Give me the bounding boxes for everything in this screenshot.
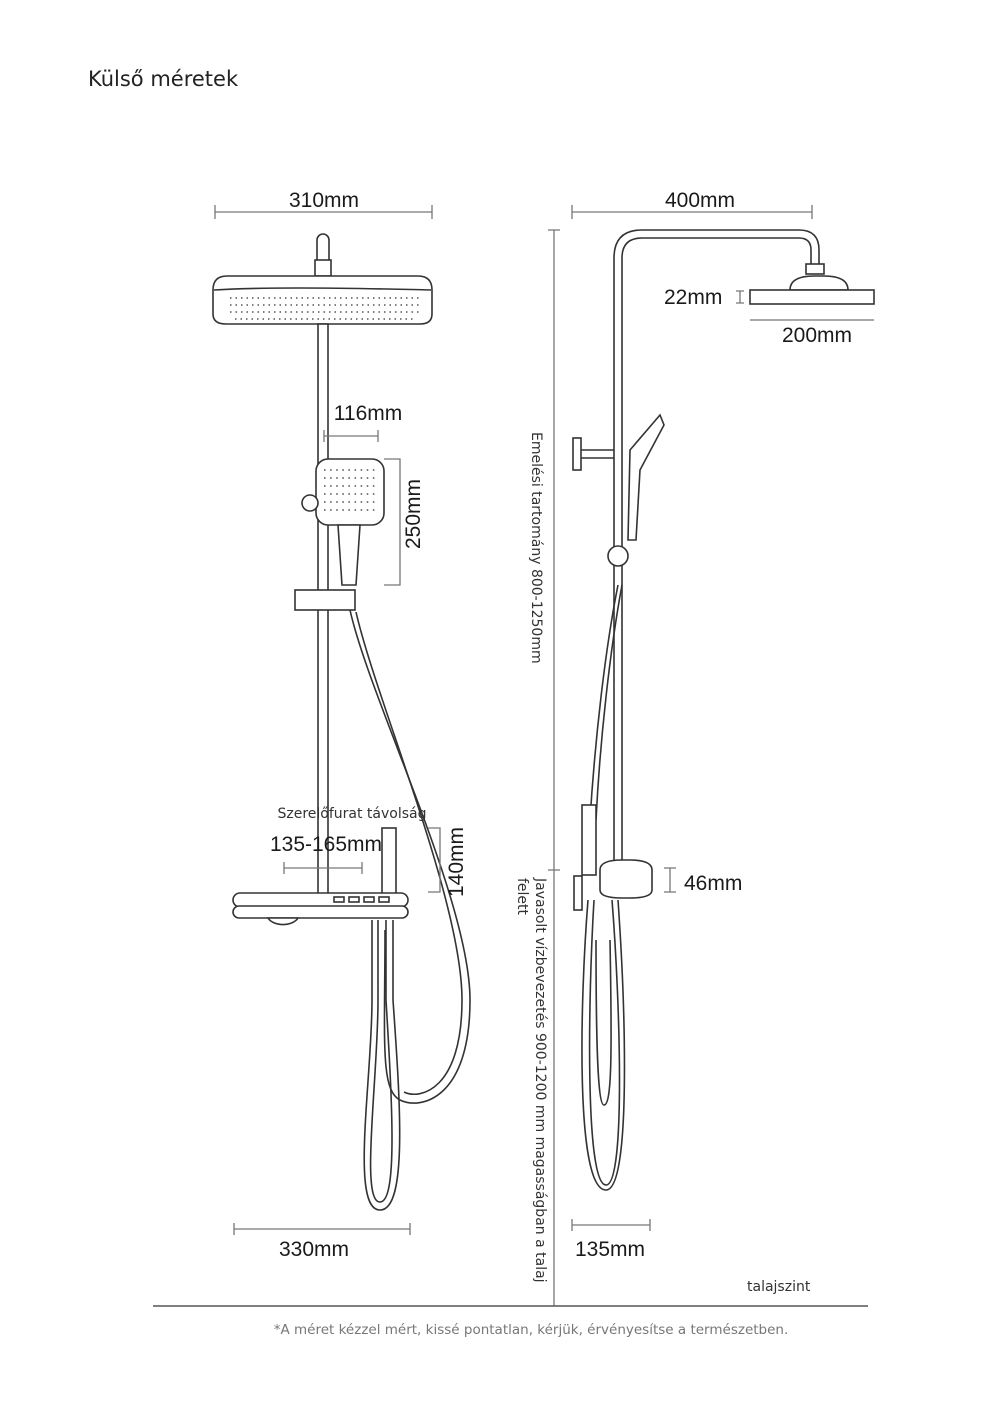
head-connector bbox=[314, 259, 332, 277]
front-view: 310mm 116mm 250mm Szerelőfurat távolság … bbox=[212, 189, 471, 1261]
floor-label: talajszint bbox=[747, 1279, 811, 1295]
side-head bbox=[749, 289, 875, 305]
rain-shower-head bbox=[212, 275, 433, 325]
handshower-height-label: 250mm bbox=[402, 479, 425, 549]
side-hand-shower bbox=[627, 413, 665, 541]
head-width-dimension bbox=[214, 205, 433, 219]
side-hoses bbox=[581, 899, 626, 1191]
head-diameter-label: 200mm bbox=[782, 324, 852, 347]
page-title: Külső méretek bbox=[88, 67, 239, 91]
lift-range-label: Emelési tartomány 800-1250mm bbox=[528, 432, 544, 664]
mount-distance-label: 135-165mm bbox=[270, 833, 382, 856]
slider-bracket bbox=[294, 589, 356, 611]
base-width-label: 330mm bbox=[279, 1238, 349, 1261]
hand-shower-handle bbox=[337, 524, 361, 586]
footnote: *A méret kézzel mért, kissé pontatlan, k… bbox=[274, 1322, 789, 1338]
shelf-height-label: 46mm bbox=[684, 872, 742, 895]
nozzle-pattern bbox=[230, 297, 420, 320]
arm-length-label: 400mm bbox=[665, 189, 735, 212]
mount-distance-caption: Szerelőfurat távolság bbox=[277, 806, 426, 822]
side-view: 400mm 22mm 200mm Emelési tartomány 800-1… bbox=[514, 189, 875, 1306]
head-thickness-label: 22mm bbox=[664, 286, 722, 309]
inlet-hoses bbox=[363, 920, 401, 1211]
inlet-height-label: Javasolt vízbevezetés 900-1200 mm magass… bbox=[532, 877, 548, 1283]
side-shelf bbox=[599, 859, 653, 899]
inlet-height-label-cont: felett bbox=[514, 878, 530, 916]
head-width-label: 310mm bbox=[289, 189, 359, 212]
spout-height-label: 140mm bbox=[445, 827, 468, 897]
tub-spout bbox=[381, 827, 397, 901]
handshower-width-label: 116mm bbox=[334, 402, 402, 425]
depth-label: 135mm bbox=[575, 1238, 645, 1261]
hose bbox=[349, 609, 471, 1104]
hand-shower-head bbox=[315, 458, 385, 526]
shelf-bottom bbox=[232, 905, 409, 919]
